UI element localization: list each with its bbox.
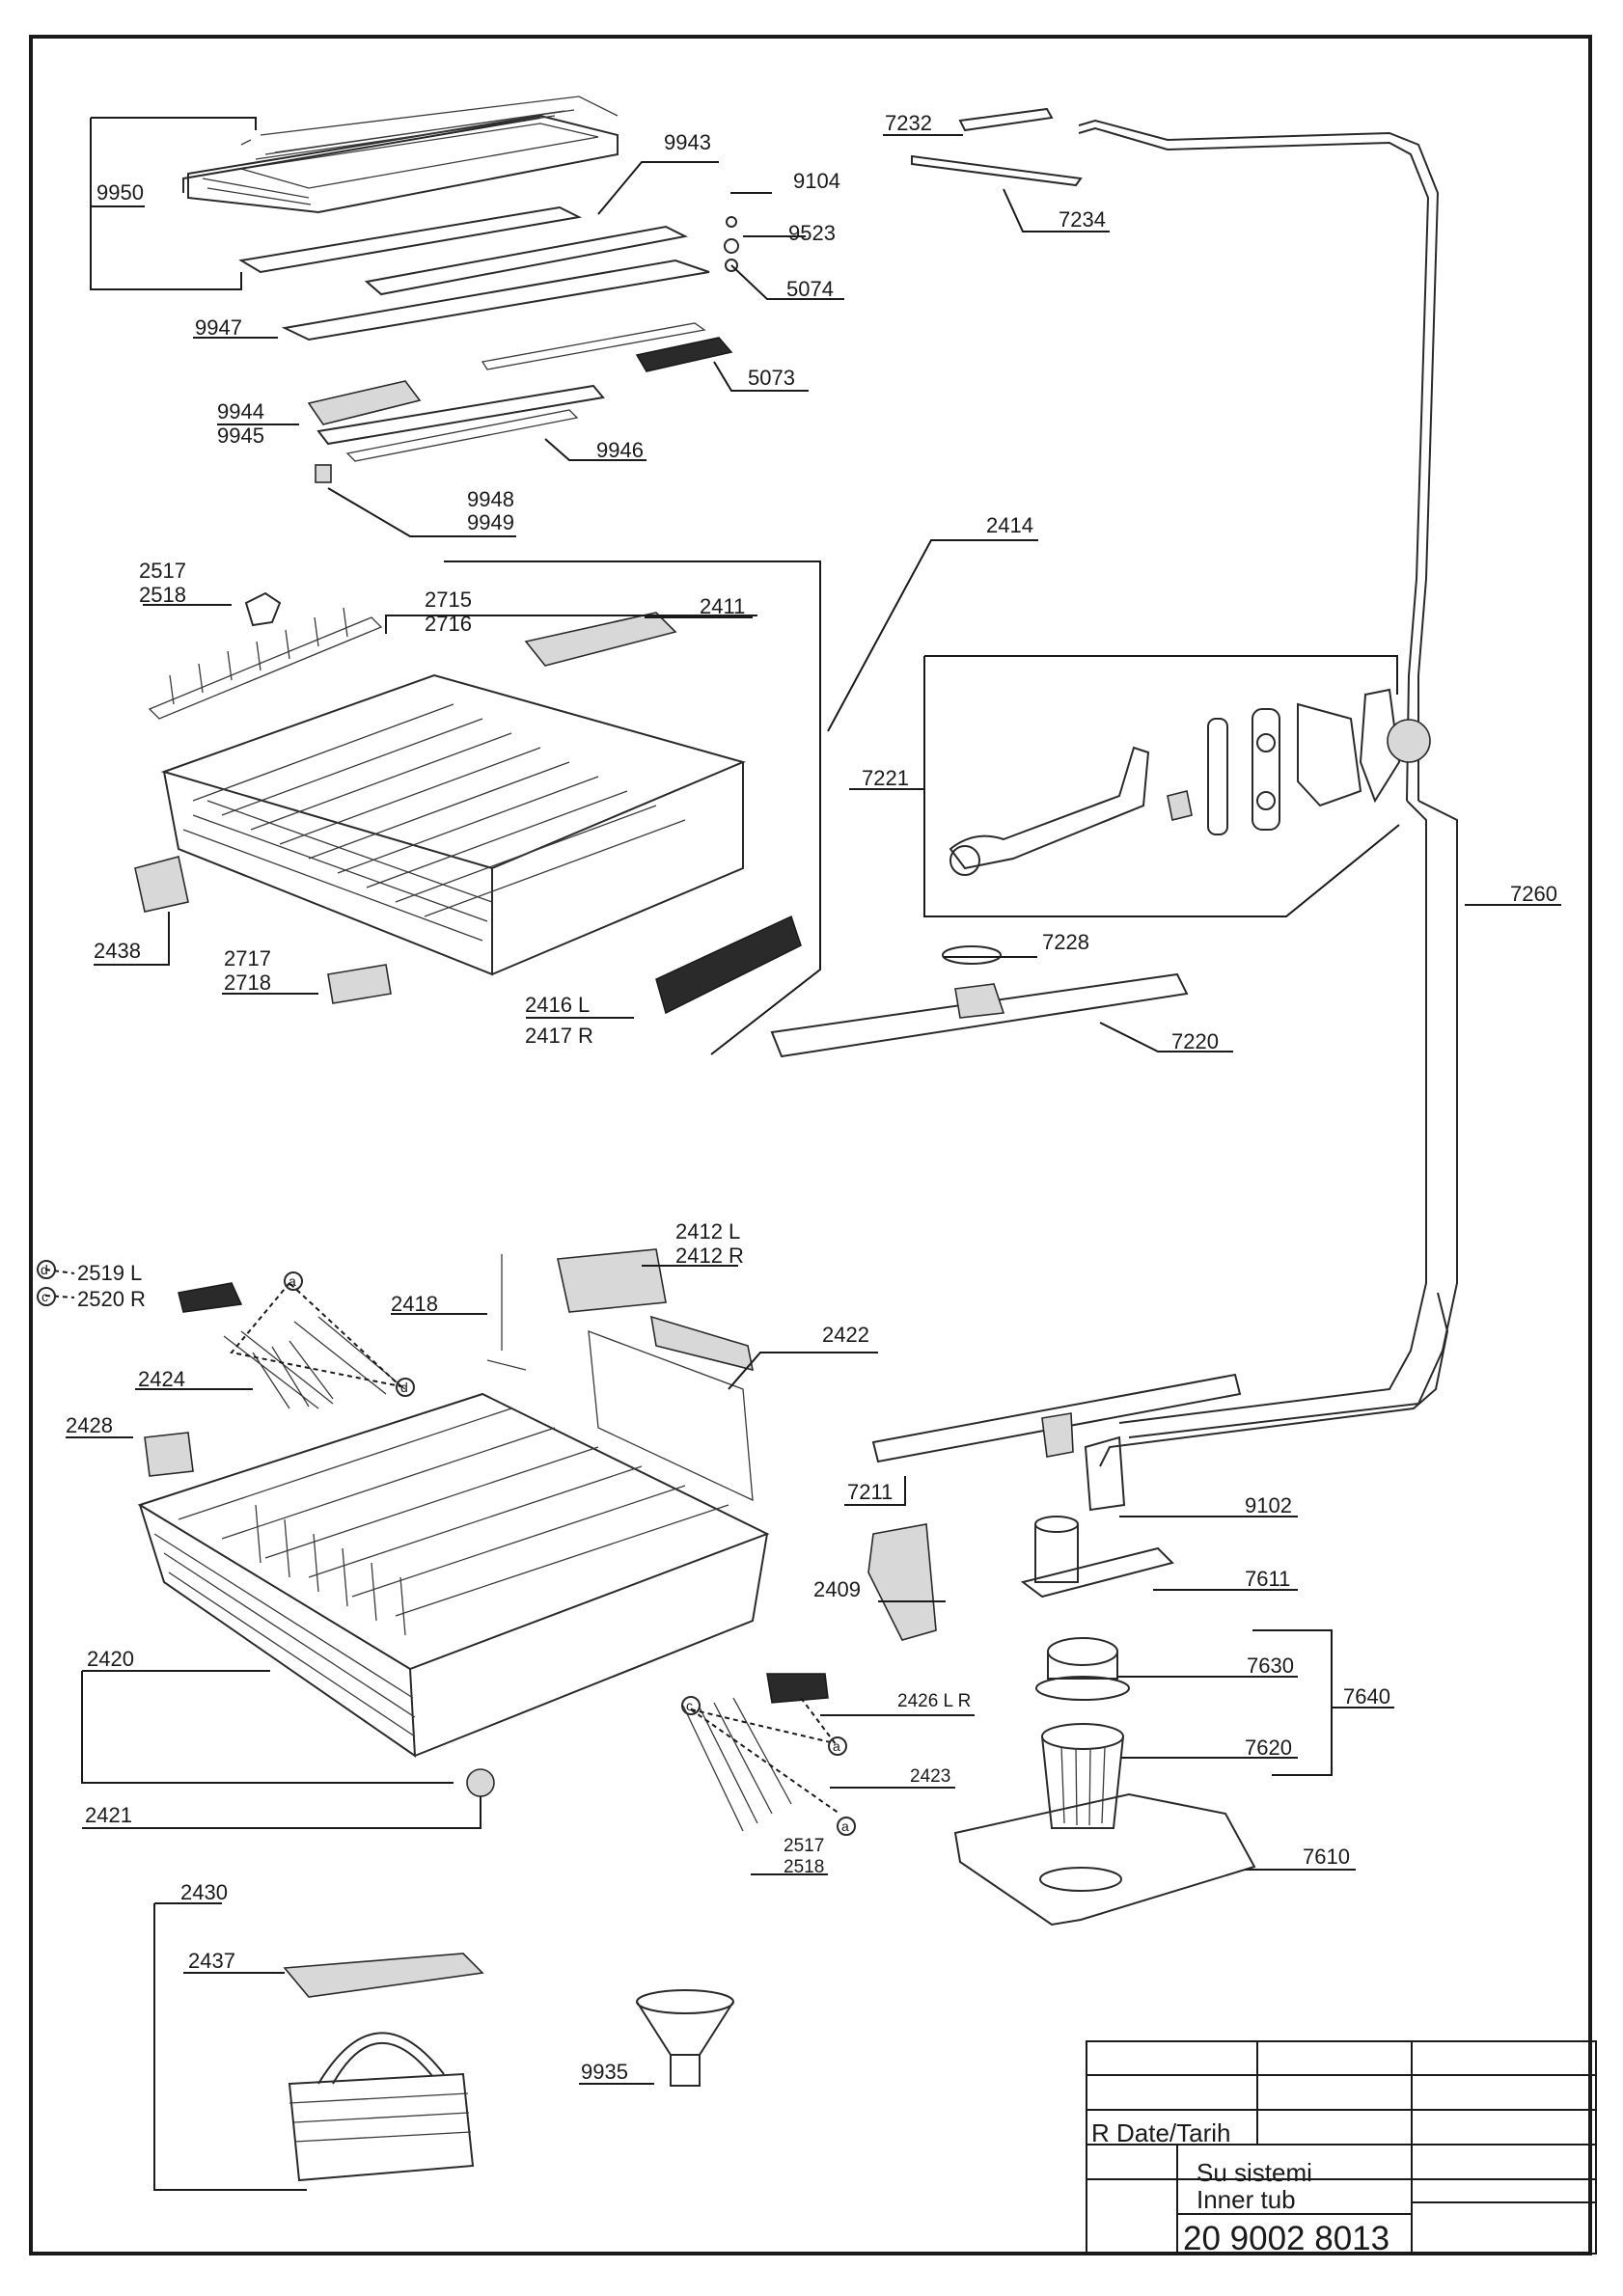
part-label-2438: 2438 <box>94 939 141 963</box>
part-label-7620: 7620 <box>1245 1736 1292 1760</box>
cutlery-tray-drawing <box>182 96 619 214</box>
part-label-2418: 2418 <box>391 1292 438 1316</box>
callout-d: d <box>41 1262 48 1277</box>
part-label-9947: 9947 <box>195 315 242 340</box>
part-label-7630: 7630 <box>1247 1654 1294 1678</box>
lower-basket-drawing <box>137 1392 770 1797</box>
part-label-9523: 9523 <box>788 221 836 245</box>
part-label-9102: 9102 <box>1245 1493 1292 1517</box>
title-english: Inner tub <box>1197 2185 1296 2214</box>
part-label-2517-lower: 2517 <box>784 1836 825 1856</box>
funnel-drawing <box>636 1989 734 2087</box>
7221-inset-drawing <box>923 655 1431 917</box>
part-label-7211: 7211 <box>847 1480 894 1504</box>
part-label-9935: 9935 <box>581 2060 628 2084</box>
leader-2414 <box>444 560 821 1055</box>
utensil-basket-drawing <box>283 1953 484 2182</box>
part-label-9949: 9949 <box>467 510 514 534</box>
title-block-grid <box>1086 2040 1597 2255</box>
part-label-2520: 2520 R <box>77 1287 146 1311</box>
top-spray-drawing <box>911 107 1458 1512</box>
part-label-2519: 2519 L <box>77 1261 143 1285</box>
part-label-2412-l: 2412 L <box>675 1219 741 1244</box>
callout-a: a <box>289 1273 296 1289</box>
rail-clips-drawing <box>307 216 739 483</box>
part-label-7611: 7611 <box>1245 1567 1291 1591</box>
part-label-9950: 9950 <box>96 180 144 205</box>
dashed-callouts <box>44 1269 840 1815</box>
part-label-2420: 2420 <box>87 1647 134 1671</box>
part-label-9104: 9104 <box>793 169 840 193</box>
part-label-2518-lower: 2518 <box>784 1857 825 1877</box>
part-label-2517: 2517 <box>139 559 186 583</box>
part-label-2518: 2518 <box>139 583 186 607</box>
part-label-2715: 2715 <box>425 588 472 612</box>
sump-filter-drawing <box>953 1516 1256 1927</box>
part-label-2718: 2718 <box>224 970 271 995</box>
callout-a: a <box>833 1738 840 1754</box>
rack-accessories-drawing <box>178 1248 937 1832</box>
part-label-9948: 9948 <box>467 487 514 511</box>
part-label-7228: 7228 <box>1042 930 1089 954</box>
part-label-2430: 2430 <box>180 1880 228 1904</box>
callout-a: a <box>841 1818 849 1834</box>
title-turkish: Su sistemi <box>1197 2158 1312 2187</box>
part-label-7260: 7260 <box>1510 882 1557 906</box>
part-label-7610: 7610 <box>1303 1845 1350 1869</box>
part-label-2409: 2409 <box>813 1577 861 1601</box>
part-label-2411: 2411 <box>700 594 746 618</box>
rev-date-label: R Date/Tarih <box>1091 2118 1231 2147</box>
part-label-2437: 2437 <box>188 1949 235 1973</box>
leader-2414b <box>827 539 1038 732</box>
part-label-2428: 2428 <box>66 1413 113 1437</box>
part-label-2416: 2416 L <box>525 993 591 1017</box>
part-label-7221: 7221 <box>862 766 909 790</box>
part-label-5073: 5073 <box>748 366 795 390</box>
drawing-frame <box>29 35 1592 2255</box>
part-label-2423: 2423 <box>910 1766 951 1787</box>
part-label-7640: 7640 <box>1343 1684 1390 1708</box>
part-label-7220: 7220 <box>1171 1029 1219 1053</box>
lower-spray-arm-drawing <box>770 945 1189 1058</box>
part-label-2412-r: 2412 R <box>675 1244 744 1268</box>
rails-drawing <box>238 205 710 462</box>
callout-c: c <box>686 1698 693 1713</box>
part-label-2424: 2424 <box>138 1367 185 1391</box>
part-label-5074: 5074 <box>786 277 834 301</box>
upper-basket-drawing <box>134 591 802 1015</box>
spray-arm-7211-drawing <box>871 1373 1242 1463</box>
part-label-2422: 2422 <box>822 1323 869 1347</box>
part-label-7234: 7234 <box>1059 207 1106 232</box>
part-label-9943: 9943 <box>664 130 711 154</box>
document-number: 20 9002 8013 <box>1183 2220 1390 2257</box>
callout-circles <box>37 1260 856 1836</box>
callout-d: d <box>400 1380 408 1395</box>
callout-c: c <box>41 1289 48 1304</box>
part-label-2417: 2417 R <box>525 1024 593 1048</box>
part-label-7232: 7232 <box>885 111 932 135</box>
part-label-2717: 2717 <box>224 946 271 970</box>
part-label-9945: 9945 <box>217 424 264 448</box>
part-label-9946: 9946 <box>596 438 644 462</box>
part-label-2426: 2426 L R <box>897 1691 972 1711</box>
part-label-2414: 2414 <box>986 513 1033 537</box>
leader-lines <box>66 117 1561 2191</box>
title-block: R Date/Tarih Su sistemi Inner tub 20 900… <box>1086 2040 1597 2257</box>
part-label-2716: 2716 <box>425 612 472 636</box>
part-label-9944: 9944 <box>217 399 264 424</box>
part-label-2421: 2421 <box>85 1803 132 1827</box>
